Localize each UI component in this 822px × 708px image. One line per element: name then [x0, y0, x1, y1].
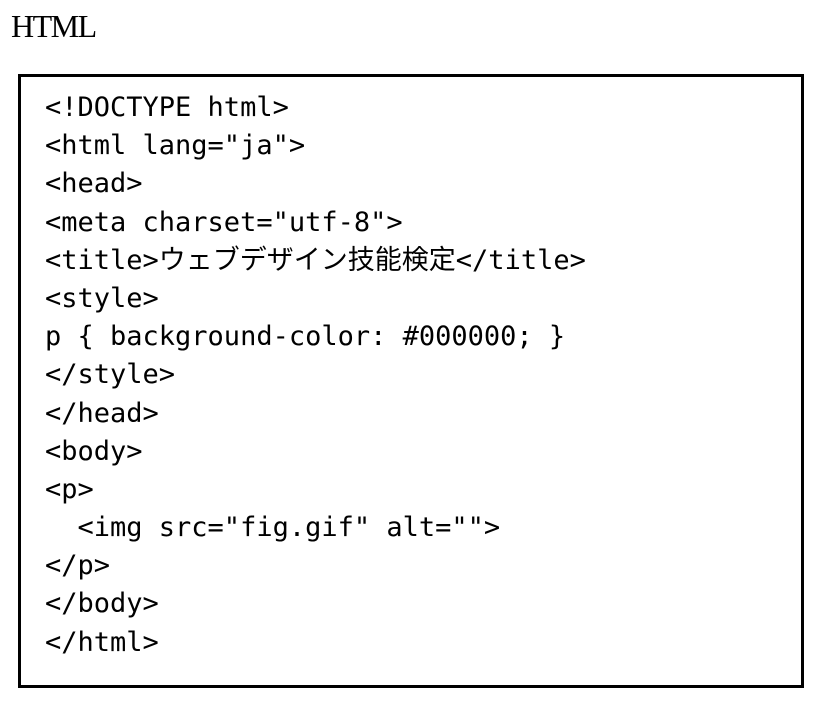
code-line-p-close: </p> [45, 550, 111, 582]
code-line-img: <img src="fig.gif" alt=""> [45, 512, 501, 544]
code-line-body-close: </body> [45, 588, 159, 620]
code-line-style-close: </style> [45, 359, 176, 391]
code-line-style-open: <style> [45, 282, 159, 314]
title-text: ウェブデザイン技能検定 [158, 244, 456, 276]
section-heading: HTML [11, 8, 97, 44]
code-line-html-close: </html> [45, 626, 159, 658]
code-line-doctype: <!DOCTYPE html> [45, 92, 289, 123]
code-box: <!DOCTYPE html> <html lang="ja"> <head> … [18, 74, 804, 688]
code-listing: <!DOCTYPE html> <html lang="ja"> <head> … [45, 89, 586, 662]
title-close-tag: </title> [455, 244, 586, 276]
code-line-head-close: </head> [45, 397, 159, 429]
code-line-css-rule: p { background-color: #000000; } [45, 321, 566, 353]
code-line-p-open: <p> [45, 473, 94, 505]
code-line-head-open: <head> [45, 168, 143, 200]
code-line-html-open: <html lang="ja"> [45, 130, 306, 162]
code-line-meta: <meta charset="utf-8"> [45, 206, 403, 238]
title-open-tag: <title> [45, 244, 159, 276]
code-line-title: <title>ウェブデザイン技能検定</title> [45, 242, 586, 280]
code-line-body-open: <body> [45, 435, 143, 467]
